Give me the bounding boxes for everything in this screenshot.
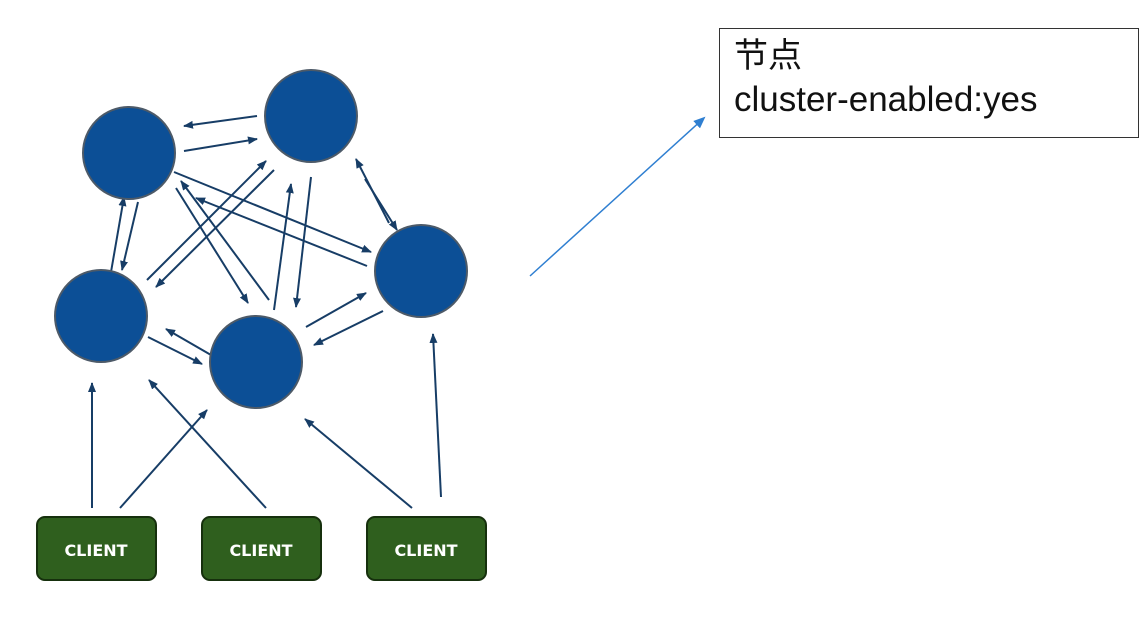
cluster-node-1	[82, 106, 176, 200]
edge-arrow-17	[165, 328, 212, 356]
callout-config: cluster-enabled:yes	[734, 80, 1038, 119]
edge-arrow-7	[146, 160, 267, 281]
callout-pointer-arrow	[529, 116, 706, 277]
edge-arrow-2	[183, 136, 258, 152]
client-label-1: CLIENT	[64, 541, 127, 560]
edge-arrow-9	[173, 171, 372, 253]
cluster-node-3	[54, 269, 148, 363]
cluster-node-4	[209, 315, 303, 409]
edge-arrow-4	[120, 201, 139, 271]
edge-layer	[88, 115, 442, 509]
cluster-node-5	[374, 224, 468, 318]
edge-arrow-22	[304, 418, 413, 509]
edge-arrow-10	[195, 197, 368, 267]
edge-arrow-23	[429, 333, 442, 498]
edge-arrow-16	[313, 310, 384, 346]
edge-arrow-12	[180, 180, 270, 301]
edge-arrow-6	[355, 158, 390, 224]
edge-arrow-21	[148, 379, 267, 509]
client-box-1: CLIENT	[36, 516, 157, 581]
edge-arrow-13	[273, 183, 294, 311]
edge-arrow-11	[175, 187, 249, 304]
edge-arrow-20	[119, 409, 208, 509]
edge-arrow-14	[293, 176, 312, 308]
client-box-2: CLIENT	[201, 516, 322, 581]
client-label-2: CLIENT	[229, 541, 292, 560]
edge-arrow-18	[147, 336, 203, 365]
edge-arrow-15	[305, 292, 367, 328]
edge-arrow-1	[183, 115, 258, 129]
edge-arrow-3	[110, 196, 127, 273]
cluster-node-2	[264, 69, 358, 163]
client-label-3: CLIENT	[394, 541, 457, 560]
callout-title: 节点	[734, 36, 802, 76]
callout-box: 节点 cluster-enabled:yes	[719, 28, 1139, 138]
client-box-3: CLIENT	[366, 516, 487, 581]
